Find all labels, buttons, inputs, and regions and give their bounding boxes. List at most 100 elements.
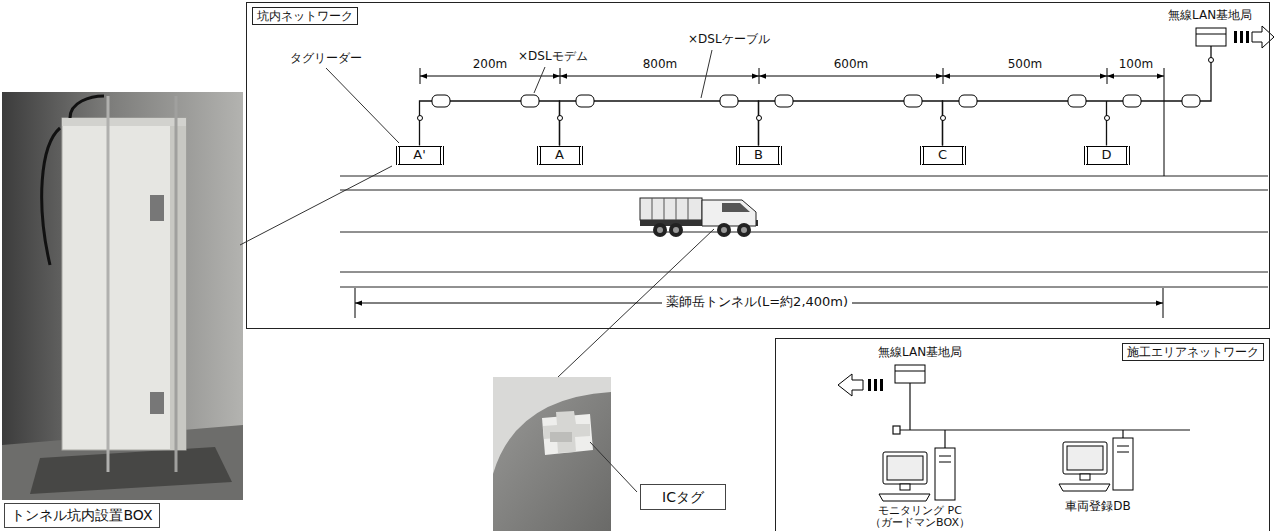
junction-dot xyxy=(757,116,762,121)
dump-truck xyxy=(676,198,677,220)
node-text: D xyxy=(1101,148,1111,163)
dump-truck xyxy=(717,223,731,237)
ic-tag-photo xyxy=(493,377,611,531)
node-text: A' xyxy=(413,148,425,163)
network-panel: 坑内ネットワークA'ABCD xyxy=(246,2,1270,329)
road-lines xyxy=(340,232,1268,233)
xdsl-modem xyxy=(1068,95,1086,107)
dump-truck xyxy=(722,203,750,212)
junction-dot xyxy=(558,116,563,121)
ic-tag-photo xyxy=(550,432,572,442)
wireless-base-station xyxy=(1196,34,1226,35)
dump-truck xyxy=(721,227,727,233)
junction-dot xyxy=(1209,58,1214,63)
dimension-label: 500m xyxy=(1008,58,1043,72)
network-panel: 施工エリアネットワーク xyxy=(775,338,1270,531)
cable-to-base-station xyxy=(1107,46,1211,101)
lan-bus xyxy=(944,430,945,448)
junction-dot xyxy=(941,116,946,121)
dimension-label: 600m xyxy=(834,58,869,72)
junction-dot xyxy=(418,116,423,121)
box-photo xyxy=(150,392,164,414)
dimension-lines xyxy=(355,68,1164,318)
xdsl-modem xyxy=(1123,95,1141,107)
wireless-base-station xyxy=(1246,31,1249,43)
road-lines xyxy=(340,287,1268,288)
tag-reader: A xyxy=(537,146,583,165)
wireless-base-station xyxy=(1240,31,1243,43)
road-lines xyxy=(340,176,1268,177)
road-lines xyxy=(340,176,1268,287)
xdsl-modem xyxy=(959,95,977,107)
dimension-lines xyxy=(759,76,943,77)
dimension-label: 100m xyxy=(1119,58,1154,72)
wireless-base-station xyxy=(874,379,877,391)
pc-icon xyxy=(1117,452,1129,453)
box-photo xyxy=(42,128,60,265)
dimension-label: 薬師岳トンネル(L=約2,400m) xyxy=(662,295,852,310)
part-label: 無線LAN基地局 xyxy=(878,346,962,360)
pc-icon xyxy=(1063,442,1107,474)
dimension-lines xyxy=(943,76,1107,77)
dump-truck xyxy=(702,200,756,226)
dump-truck xyxy=(652,198,653,220)
node-text: C xyxy=(938,148,947,163)
pc-icon xyxy=(935,448,955,500)
dimension-lines xyxy=(1107,68,1108,84)
dimension-lines xyxy=(560,68,561,84)
dump-truck xyxy=(640,198,758,237)
xdsl-cable xyxy=(420,101,560,146)
box-photo xyxy=(107,96,110,472)
dimension-label: 800m xyxy=(643,58,678,72)
xdsl-modem xyxy=(576,95,594,107)
xdsl-modem xyxy=(720,95,738,107)
dimension-lines xyxy=(759,68,760,84)
photo-caption-box: ICタグ xyxy=(640,484,726,510)
pc-icon xyxy=(883,452,927,484)
device-label: 車両登録DB xyxy=(1065,500,1130,514)
lan-bus xyxy=(909,383,910,430)
tag-reader: C xyxy=(920,146,966,165)
xdsl-modem xyxy=(432,95,1200,107)
dump-truck xyxy=(741,227,747,233)
pc-icon xyxy=(887,456,923,480)
pc-icon xyxy=(939,462,951,463)
node-text: ICタグ xyxy=(662,489,704,505)
wireless-base-station xyxy=(895,365,925,383)
xdsl-modem xyxy=(775,95,793,107)
leader-lines xyxy=(701,50,712,98)
dimension-lines xyxy=(943,68,944,84)
tag-reader: D xyxy=(1084,146,1130,165)
road-lines xyxy=(340,190,1268,191)
pc-icon xyxy=(1113,438,1133,490)
dump-truck xyxy=(669,223,683,237)
part-label: タグリーダー xyxy=(290,52,362,66)
dump-truck xyxy=(657,227,663,233)
dimension-lines xyxy=(560,76,759,77)
dimension-lines xyxy=(1107,76,1164,77)
dimension-lines xyxy=(355,288,356,318)
wireless-base-station xyxy=(1234,31,1237,43)
xdsl-modem xyxy=(904,95,922,107)
dimension-label: 200m xyxy=(473,58,508,72)
dimension-lines xyxy=(420,68,421,84)
pc-icon xyxy=(1067,446,1103,470)
ic-tag-photo xyxy=(493,377,611,531)
box-photo xyxy=(62,118,186,450)
panel-heading: 施工エリアネットワーク xyxy=(1122,343,1264,361)
xdsl-cable xyxy=(759,101,943,146)
part-label: 無線LAN基地局 xyxy=(1168,9,1252,23)
xdsl-modem xyxy=(432,95,450,107)
pc-icon xyxy=(1117,446,1129,447)
dump-truck xyxy=(737,223,751,237)
wireless-base-station xyxy=(1196,28,1226,46)
xdsl-modem xyxy=(1182,95,1200,107)
pc-icon xyxy=(879,448,955,501)
wireless-base-station xyxy=(895,371,925,372)
lan-bus xyxy=(893,426,900,434)
pc-icon xyxy=(900,484,910,490)
wireless-base-station xyxy=(880,379,883,391)
leader-lines xyxy=(326,68,399,143)
